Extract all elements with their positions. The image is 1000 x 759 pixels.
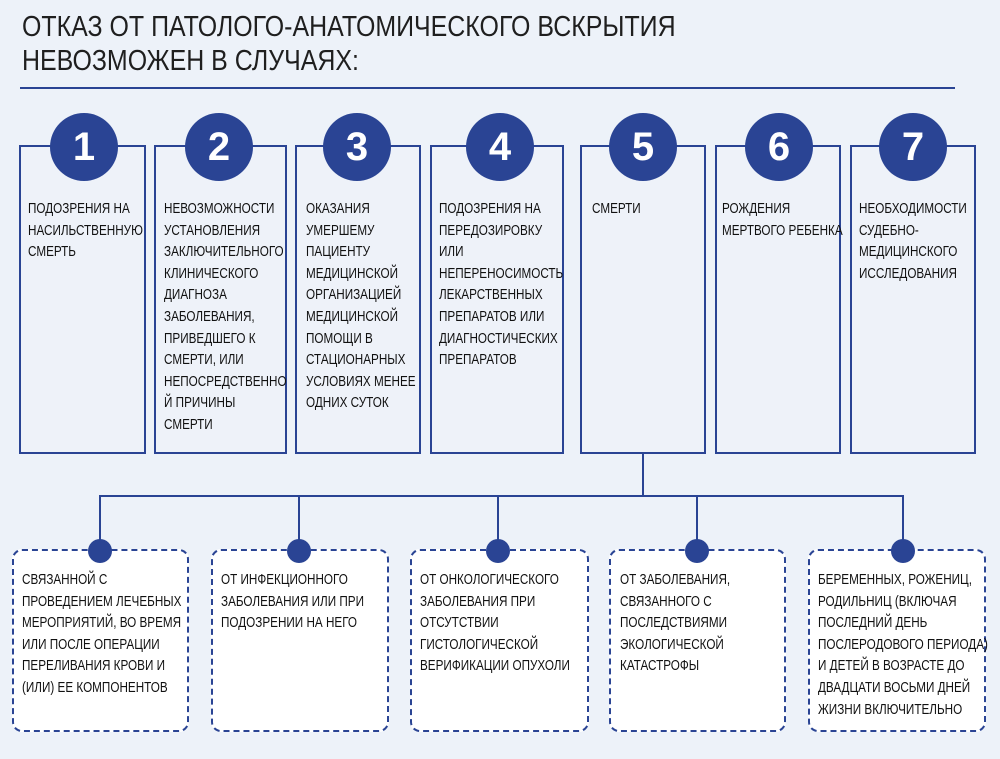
- case-text-5: СМЕРТИ: [592, 200, 641, 217]
- subcase-text-5: БЕРЕМЕННЫХ, РОЖЕНИЦ, РОДИЛЬНИЦ (ВКЛЮЧАЯ …: [818, 571, 988, 718]
- subcase-text-1: СВЯЗАННОЙ С ПРОВЕДЕНИЕМ ЛЕЧЕБНЫХ МЕРОПРИ…: [22, 571, 182, 696]
- case-text-2: НЕВОЗМОЖНОСТИ УСТАНОВЛЕНИЯ ЗАКЛЮЧИТЕЛЬНО…: [164, 200, 287, 433]
- connector-trunk: [642, 454, 644, 496]
- case-text-1: ПОДОЗРЕНИЯ НА НАСИЛЬСТВЕННУЮ СМЕРТЬ: [28, 200, 143, 261]
- connector-bus: [99, 495, 904, 497]
- subcase-text-3: ОТ ОНКОЛОГИЧЕСКОГО ЗАБОЛЕВАНИЯ ПРИ ОТСУТ…: [420, 571, 570, 675]
- subcase-dot-2: [287, 539, 311, 563]
- case-box-2: [154, 145, 287, 454]
- connector-5: [902, 495, 904, 545]
- page-title: ОТКАЗ ОТ ПАТОЛОГО-АНАТОМИЧЕСКОГО ВСКРЫТИ…: [22, 11, 676, 77]
- connector-1: [99, 495, 101, 545]
- case-number-4: 4: [466, 113, 534, 181]
- subcase-text-2: ОТ ИНФЕКЦИОННОГО ЗАБОЛЕВАНИЯ ИЛИ ПРИ ПОД…: [221, 571, 365, 632]
- case-text-7: НЕОБХОДИМОСТИ СУДЕБНО- МЕДИЦИНСКОГО ИССЛ…: [859, 200, 967, 282]
- case-number-7: 7: [879, 113, 947, 181]
- case-box-1: [19, 145, 146, 454]
- case-box-7: [850, 145, 976, 454]
- case-number-2: 2: [185, 113, 253, 181]
- connector-2: [298, 495, 300, 545]
- subcase-dot-4: [685, 539, 709, 563]
- case-box-6: [715, 145, 841, 454]
- subcase-dot-5: [891, 539, 915, 563]
- subcase-text-4: ОТ ЗАБОЛЕВАНИЯ, СВЯЗАННОГО С ПОСЛЕДСТВИЯ…: [620, 571, 731, 675]
- case-box-3: [295, 145, 421, 454]
- subcase-box-1: [12, 549, 189, 732]
- connector-3: [497, 495, 499, 545]
- connector-4: [696, 495, 698, 545]
- case-box-4: [430, 145, 564, 454]
- case-number-6: 6: [745, 113, 813, 181]
- subcase-dot-1: [88, 539, 112, 563]
- case-text-4: ПОДОЗРЕНИЯ НА ПЕРЕДОЗИРОВКУ ИЛИ НЕПЕРЕНО…: [439, 200, 564, 369]
- case-text-6: РОЖДЕНИЯ МЕРТВОГО РЕБЕНКА: [722, 200, 843, 239]
- subcase-dot-3: [486, 539, 510, 563]
- subcase-box-4: [609, 549, 786, 732]
- case-box-5: [580, 145, 706, 454]
- title-underline: [20, 87, 955, 89]
- case-text-3: ОКАЗАНИЯ УМЕРШЕМУ ПАЦИЕНТУ МЕДИЦИНСКОЙ О…: [306, 200, 416, 412]
- case-number-5: 5: [609, 113, 677, 181]
- subcase-box-2: [211, 549, 389, 732]
- case-number-1: 1: [50, 113, 118, 181]
- case-number-3: 3: [323, 113, 391, 181]
